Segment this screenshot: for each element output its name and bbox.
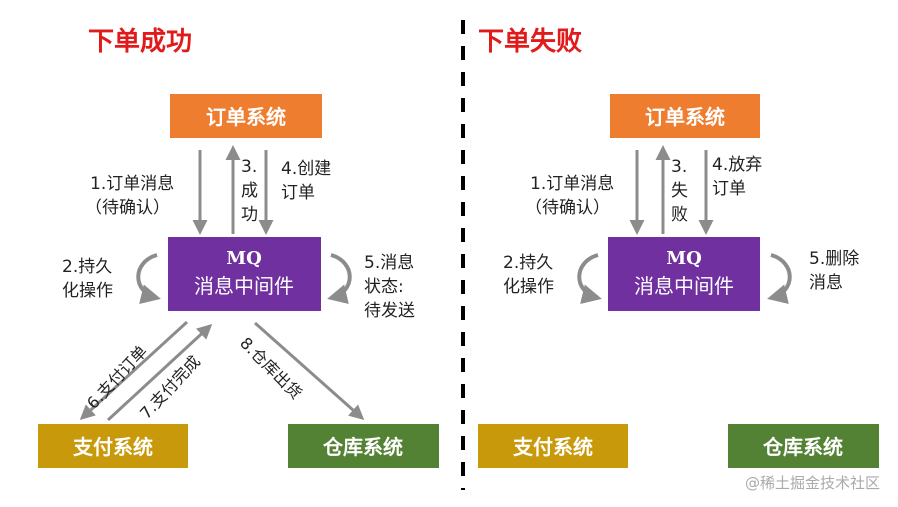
success-mq-subtitle: 消息中间件 — [194, 274, 294, 298]
success-step3-line2: 成 — [241, 181, 258, 201]
success-step5-line1: 5.消息 — [364, 253, 414, 273]
success-curve-step5 — [327, 253, 352, 304]
failure-step1-line1: 1.订单消息 — [530, 174, 614, 194]
success-step2-line2: 化操作 — [62, 281, 113, 301]
success-step6-label: 6.支付订单 — [83, 342, 151, 413]
success-stock-label: 仓库系统 — [322, 435, 403, 459]
failure-mq-box — [608, 237, 760, 311]
success-step3-line1: 3. — [241, 157, 257, 177]
failure-stock-label: 仓库系统 — [762, 435, 843, 459]
success-mq-box — [168, 237, 321, 311]
failure-step2-line1: 2.持久 — [503, 253, 553, 273]
failure-step2-line2: 化操作 — [503, 277, 554, 297]
success-step4-line2: 订单 — [281, 183, 315, 203]
failure-step4-line2: 订单 — [712, 179, 746, 199]
failure-stock-box — [728, 424, 879, 468]
failure-step5-line2: 消息 — [809, 273, 843, 293]
success-step2-line1: 2.持久 — [62, 257, 112, 277]
failure-step3-line2: 失 — [671, 181, 688, 201]
failure-mq-subtitle: 消息中间件 — [634, 274, 734, 298]
failure-order-box — [610, 94, 760, 138]
failure-step3-line1: 3. — [671, 157, 687, 177]
success-order-label: 订单系统 — [206, 105, 286, 129]
success-order-box — [170, 94, 322, 138]
success-step5-line3: 待发送 — [364, 301, 415, 321]
failure-step4-line1: 4.放弃 — [712, 155, 762, 175]
success-step4-line1: 4.创建 — [281, 159, 331, 179]
failure-curve-step2 — [577, 253, 602, 304]
failure-pay-box — [478, 424, 628, 468]
success-pay-box — [38, 424, 188, 468]
failure-order-label: 订单系统 — [645, 105, 725, 129]
failure-step1-line2: （待确认） — [525, 198, 610, 218]
failure-step3-line3: 败 — [671, 205, 688, 225]
failure-curve-step5 — [767, 253, 792, 304]
success-step3-line3: 功 — [241, 205, 258, 225]
failure-title: 下单失败 — [478, 27, 582, 57]
success-arrow-step8 — [254, 321, 365, 420]
success-mq-title: MQ — [226, 248, 262, 269]
success-title: 下单成功 — [88, 27, 192, 57]
success-curve-step2 — [136, 253, 161, 304]
success-step5-line2: 状态: — [364, 277, 404, 297]
failure-step5-line1: 5.删除 — [809, 249, 859, 269]
failure-mq-title: MQ — [666, 248, 702, 269]
success-pay-label: 支付系统 — [73, 435, 153, 459]
success-stock-box — [288, 424, 439, 468]
success-step1-line2: （待确认） — [85, 198, 170, 218]
failure-pay-label: 支付系统 — [513, 435, 593, 459]
watermark: @稀土掘金技术社区 — [745, 474, 880, 492]
success-arrow-step7 — [106, 323, 213, 422]
success-arrow-step6 — [79, 320, 189, 421]
success-step1-line1: 1.订单消息 — [90, 174, 174, 194]
success-step8-label: 8.仓库出货 — [236, 333, 305, 402]
